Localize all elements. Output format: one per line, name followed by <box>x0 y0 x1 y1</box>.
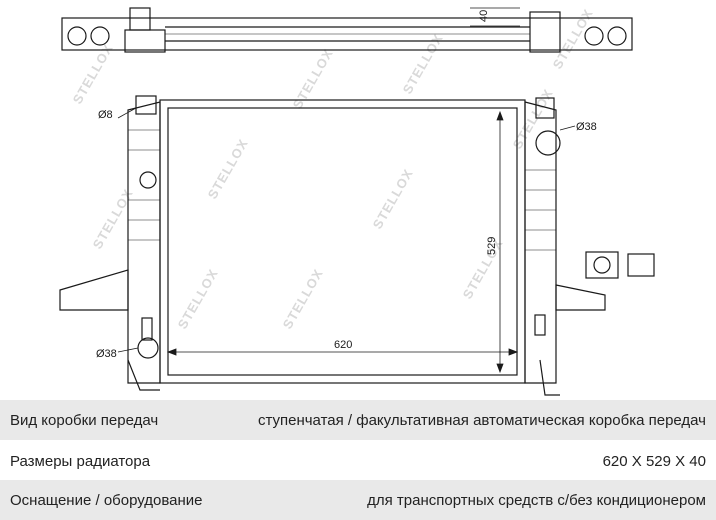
spec-label: Размеры радиатора <box>10 452 151 470</box>
dimension-lines <box>117 107 576 374</box>
watermark-text: STELLOX <box>70 41 116 106</box>
spec-row-gearbox: Вид коробки передач ступенчатая / факуль… <box>0 400 716 440</box>
spec-row-equipment: Оснащение / оборудование для транспортны… <box>0 480 716 520</box>
radiator-top-view <box>61 7 633 53</box>
height-dimension-label: 529 <box>486 237 498 255</box>
watermark-text: STELLOX <box>90 186 136 251</box>
spec-value: 620 X 529 X 40 <box>602 452 706 470</box>
radiator-front-view <box>59 95 655 396</box>
spec-value: для транспортных средств с/без кондицион… <box>367 491 706 509</box>
watermark-text: STELLOX <box>290 46 336 111</box>
depth-dimension-label: 40 <box>478 10 490 22</box>
watermark-text: STELLOX <box>550 6 596 71</box>
watermark-text: STELLOX <box>205 136 251 201</box>
port-top-left-label: Ø8 <box>98 109 113 121</box>
spec-label: Вид коробки передач <box>10 411 159 429</box>
spec-label: Оснащение / оборудование <box>10 491 203 509</box>
width-dimension-label: 620 <box>334 339 352 351</box>
radiator-drawing: STELLOX STELLOX STELLOX STELLOX STELLOX … <box>59 6 655 396</box>
port-bottom-left-label: Ø38 <box>96 348 117 360</box>
watermark-text: STELLOX <box>460 236 506 301</box>
radiator-drawing-svg: STELLOX STELLOX STELLOX STELLOX STELLOX … <box>59 6 655 396</box>
watermark-text: STELLOX <box>280 266 326 331</box>
port-top-right-label: Ø38 <box>576 121 597 133</box>
specs-table: Вид коробки передач ступенчатая / факуль… <box>0 398 716 520</box>
spec-row-dimensions: Размеры радиатора 620 X 529 X 40 <box>0 441 716 481</box>
watermark-text: STELLOX <box>370 166 416 231</box>
spec-value: ступенчатая / факультативная автоматичес… <box>257 411 706 429</box>
watermark-text: STELLOX <box>175 266 221 331</box>
